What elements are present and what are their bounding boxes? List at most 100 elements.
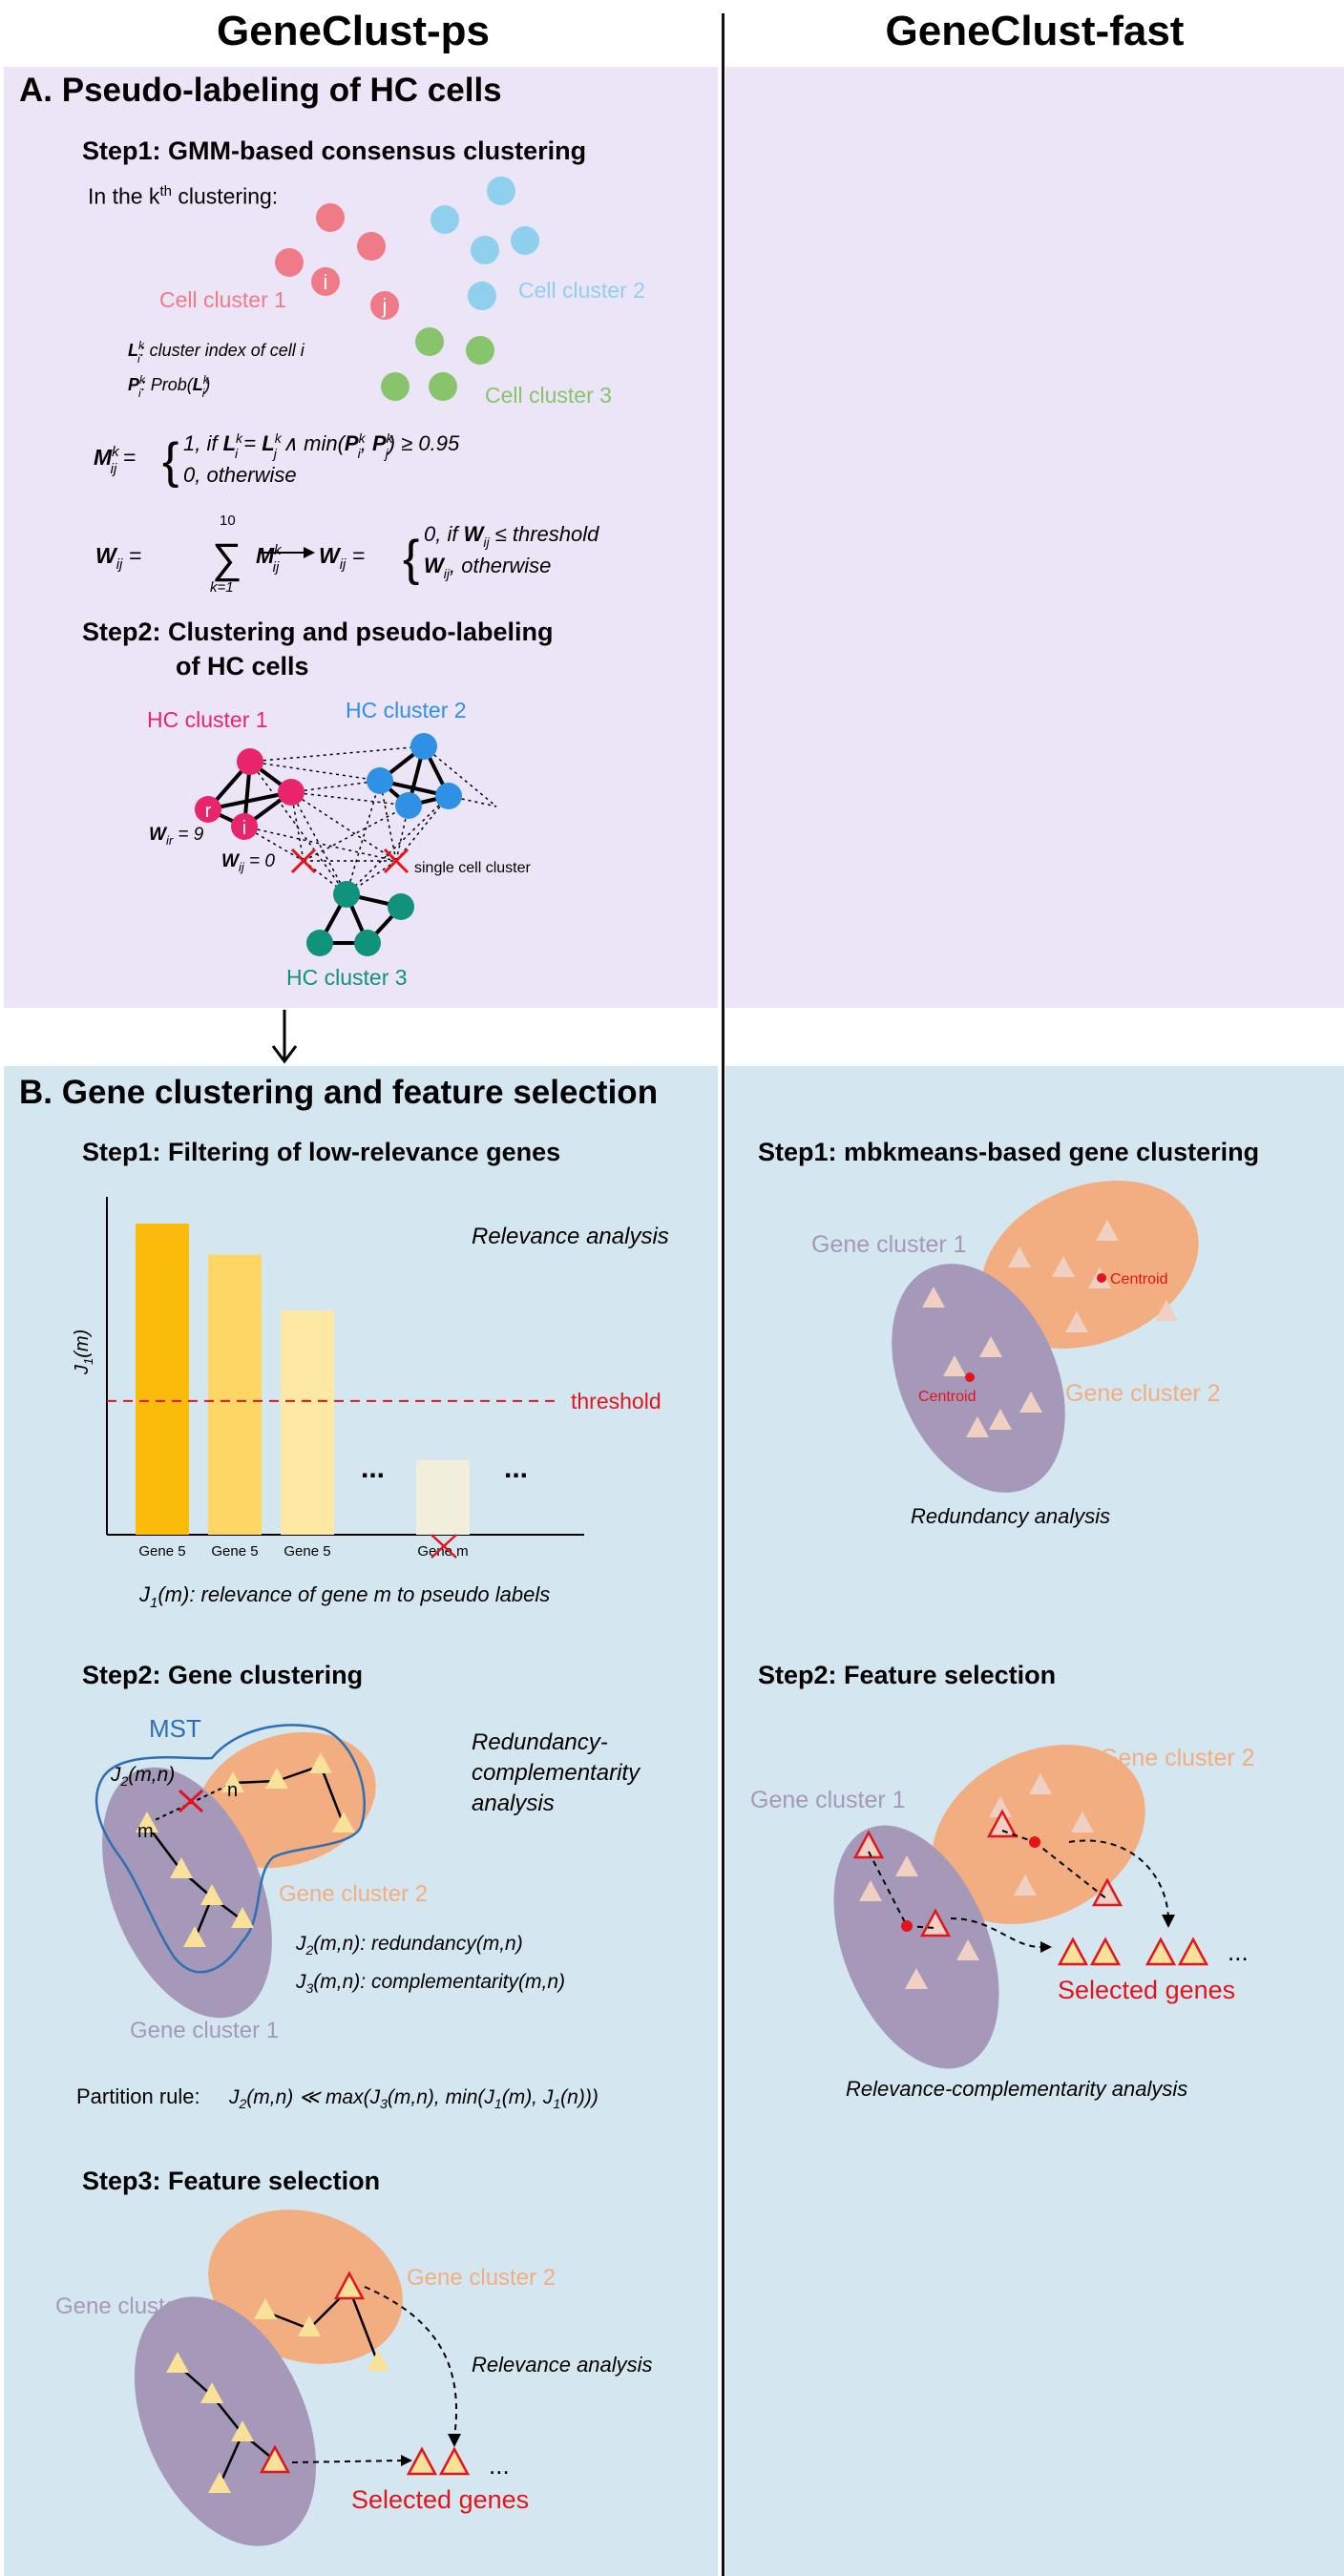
gene-triangle	[367, 2350, 389, 2371]
section-a-title: A. Pseudo-labeling of HC cells	[19, 72, 502, 109]
gene-triangle	[332, 1812, 355, 1833]
r-gene-cluster-1b-ellipse	[833, 1825, 999, 2069]
hc-node	[354, 930, 381, 956]
cell-dot	[415, 327, 444, 356]
cell-j-label: j	[382, 294, 388, 318]
redund-comp-line3: analysis	[472, 1791, 555, 1816]
relevance-comp-label: Relevance-complementarity analysis	[846, 2077, 1187, 2101]
M-brace: {	[162, 433, 178, 489]
gene-triangle	[943, 1355, 966, 1376]
b-left-step2-title: Step2: Gene clustering	[82, 1661, 364, 1689]
sigma-symbol: ∑	[212, 535, 242, 582]
mst-outline	[94, 1724, 366, 1974]
cell-dot	[316, 203, 345, 232]
selected-triangle	[852, 1830, 885, 1859]
hc-node	[278, 779, 304, 806]
gene-triangle	[208, 2472, 231, 2493]
r-select-arrow-1	[950, 1917, 1041, 1948]
cell-dot	[430, 205, 459, 234]
gene-cluster-1b-label: Gene cluster 1	[55, 2293, 204, 2319]
r-gene-cluster-2-label: Gene cluster 2	[1065, 1380, 1221, 1407]
gene-triangle	[1065, 1311, 1088, 1332]
single-cell-x-2	[383, 848, 410, 874]
relevance-analysis-label: Relevance analysis	[472, 1224, 669, 1249]
hc-cluster-graph: r i HC cluster 1 HC cluster 2 HC cluster…	[147, 698, 532, 990]
r-centroid-2	[1029, 1836, 1040, 1848]
gene-cluster-2b-label: Gene cluster 2	[407, 2265, 556, 2291]
cell-clusters-diagram: i j Cell cluster 1 Cell cluster 2 Cell c…	[94, 177, 645, 596]
gene-triangle	[1019, 1392, 1042, 1413]
panel-a-left	[4, 67, 718, 1008]
selected-dots: ...	[489, 2451, 510, 2480]
gene-triangle	[183, 1926, 206, 1947]
j2-definition: J2(m,n): redundancy(m,n)	[295, 1933, 523, 1958]
M-equation-case2: 0, otherwise	[183, 463, 297, 487]
select-arrow-2-head	[448, 2434, 461, 2447]
partition-prefix: Partition rule:	[76, 2084, 200, 2108]
bar-label-1: Gene 5	[138, 1543, 185, 1560]
cell-cluster-1-dots	[275, 203, 399, 320]
selected-genes-label: Selected genes	[351, 2485, 529, 2514]
cell-i-dot	[311, 267, 340, 296]
kth-suffix: clustering:	[171, 183, 279, 209]
redundancy-analysis-label: Redundancy analysis	[911, 1504, 1110, 1528]
mst-label: MST	[149, 1714, 201, 1743]
gene-clustering-diagram: m n MST J2(m,n) Gene cluster 2 Gene clus…	[76, 1714, 598, 2111]
gene-cluster-2-ellipse-b	[208, 2209, 403, 2364]
hc-node-r	[195, 796, 221, 823]
cell-dot	[468, 282, 496, 310]
redund-comp-line1: Redundancy-	[472, 1729, 608, 1755]
gene-triangle	[170, 1857, 193, 1878]
gene-triangle	[1071, 1812, 1094, 1833]
gene-triangle-m	[136, 1812, 158, 1833]
j2-label: J2(m,n)	[110, 1764, 175, 1789]
W-thr-case2: Wij, otherwise	[424, 554, 551, 581]
gene-triangle	[905, 1968, 928, 1989]
centroid-dot-2	[1097, 1273, 1106, 1283]
gene-triangle	[1029, 1773, 1052, 1794]
r-centroid-1	[901, 1920, 913, 1932]
bar-2	[208, 1254, 262, 1535]
b-left-step1-title: Step1: Filtering of low-relevance genes	[82, 1138, 561, 1166]
select-arrow-2	[364, 2286, 458, 2439]
node-r-label: r	[205, 801, 212, 822]
r-gene-cluster-2b-ellipse	[932, 1745, 1145, 1924]
hc-node	[333, 881, 360, 908]
r-select-arrow-2-head	[1162, 1915, 1175, 1928]
kth-sup: th	[159, 183, 172, 199]
gene-triangle	[956, 1939, 979, 1960]
gene-triangle	[1014, 1874, 1037, 1895]
hc-node	[367, 767, 393, 794]
cell-dot	[429, 372, 457, 401]
cell-dot	[471, 236, 499, 264]
selected-gene-triangle	[1144, 1937, 1177, 1966]
W-brace: {	[403, 531, 419, 586]
w-ir-label: Wir = 9	[149, 825, 204, 848]
r-gene-triangles-step1	[922, 1220, 1178, 1437]
hc-node	[410, 733, 437, 760]
r-gene-triangles-step2	[859, 1773, 1094, 1989]
r-selected-dots: ...	[1228, 1937, 1249, 1966]
gene-triangle	[200, 1884, 223, 1905]
cell-dot	[357, 232, 386, 261]
hc-node	[237, 748, 263, 775]
gene-triangle	[1096, 1220, 1119, 1241]
gene-triangle	[895, 1855, 918, 1876]
hc-node-i	[231, 813, 258, 840]
hc-cluster-3-label: HC cluster 3	[286, 965, 408, 990]
y-axis-label: J1(m)	[72, 1330, 95, 1375]
cell-cluster-3-label: Cell cluster 3	[485, 383, 612, 408]
gene-triangle	[1008, 1246, 1031, 1267]
gene-triangle	[200, 2382, 223, 2403]
selected-gene-triangle	[1177, 1937, 1209, 1966]
gene-triangle	[231, 2420, 254, 2441]
section-a-step2-title-line1: Step2: Clustering and pseudo-labeling	[82, 618, 554, 646]
gene-triangle	[166, 2352, 189, 2373]
column-divider	[722, 13, 724, 2576]
r-gene-cluster-2-ellipse	[981, 1181, 1199, 1349]
